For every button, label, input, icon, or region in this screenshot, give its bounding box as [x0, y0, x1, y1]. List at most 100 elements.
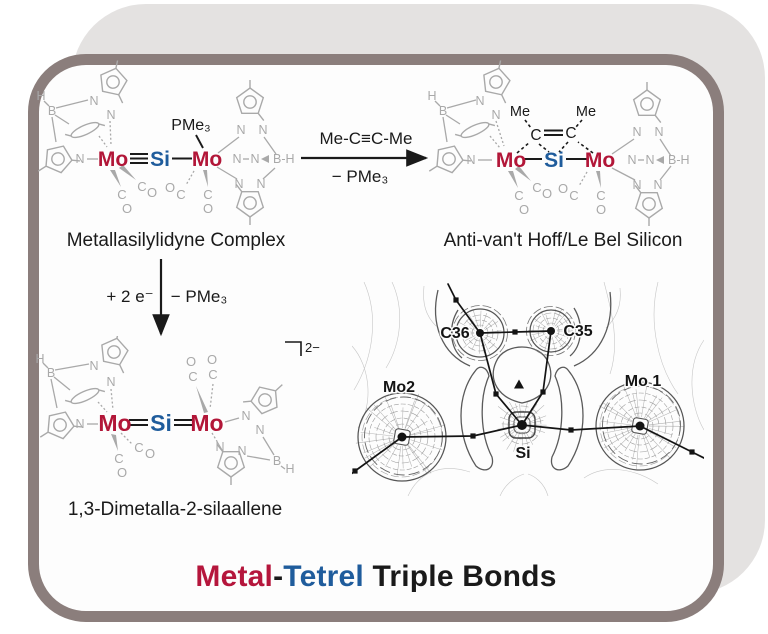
reaction-arrow-right: Me-C≡C-Me − PMe₃ — [301, 129, 429, 186]
contour-label-C36: C36 — [440, 325, 469, 342]
atom-O: O — [147, 185, 157, 200]
atom-C: C — [565, 125, 576, 142]
metallasilylidyne-structure: H B N N N C O C O C O C O N N — [36, 58, 295, 226]
contour-label-C35: C35 — [563, 323, 592, 340]
contour-label-Si: Si — [515, 445, 530, 462]
atom-Mo: Mo — [496, 149, 526, 172]
atom-C: C — [114, 451, 123, 466]
atom-N: N — [75, 152, 84, 166]
pme3-label: PMe₃ — [171, 117, 210, 134]
atom-Si: Si — [150, 410, 172, 436]
card-frame — [28, 54, 724, 622]
atom-O: O — [542, 186, 552, 201]
field-Mo2 — [355, 392, 447, 482]
carbonyls-right-mo: C O C O — [165, 170, 213, 216]
carbonyls-left-mo: C O C O — [508, 166, 552, 217]
title-hyphen: - — [273, 560, 284, 593]
atom-N: N — [466, 153, 475, 167]
atom-N: N — [255, 423, 264, 437]
field-C35 — [526, 306, 576, 356]
arrow-byproduct-text: − PMe₃ — [171, 287, 228, 306]
carbonyls-right-mo: C O C O — [558, 171, 606, 217]
charge-label: 2− — [305, 340, 320, 355]
arrow-reagent-text: Me-C≡C-Me — [319, 129, 412, 148]
atom-H: H — [35, 352, 44, 366]
atom-C: C — [596, 188, 605, 203]
atom-Mo: Mo — [585, 149, 615, 172]
reaction-arrow-down: + 2 e⁻ − PMe₃ — [106, 259, 228, 337]
atom-N: N — [234, 177, 243, 191]
atom-N: N — [232, 152, 241, 166]
atom-N: N — [241, 409, 250, 423]
title-tetrel: Tetrel — [283, 560, 364, 593]
atom-N: N — [653, 178, 662, 192]
title-metal: Metal — [195, 560, 274, 593]
tp-ligand-right: N N B-H N N N N — [216, 79, 295, 226]
product-label: Anti-van't Hoff/Le Bel Silicon — [443, 230, 683, 251]
atom-N: N — [89, 94, 98, 108]
atom-C: C — [188, 369, 197, 384]
atom-N: N — [215, 440, 224, 454]
atom-B: B — [439, 104, 447, 118]
carbonyls-left-mo: C O C O — [110, 165, 157, 216]
atom-C: C — [514, 188, 523, 203]
atom-N: N — [258, 123, 267, 137]
mo-si-mo-core: Mo Si Mo — [98, 410, 223, 436]
atom-O: O — [122, 201, 132, 216]
atom-Mo: Mo — [192, 148, 222, 171]
field-Si — [497, 401, 547, 452]
atom-C: C — [137, 179, 146, 194]
atom-N: N — [237, 444, 246, 458]
atom-dot-Mo1 — [635, 421, 645, 431]
alkyne-bridge: C C Me Me — [510, 104, 596, 154]
tp-ligand-left: H B N N N — [35, 336, 133, 442]
dianion-structure: H B N N N C O C O O C O C N N — [35, 336, 320, 486]
mo-si-mo-core: Mo Si Mo PMe₃ — [98, 117, 222, 171]
atom-N: N — [75, 417, 84, 431]
atom-N: N — [632, 125, 641, 139]
contour-label-Mo2: Mo2 — [383, 379, 415, 396]
atom-C: C — [530, 127, 541, 144]
atom-O: O — [558, 181, 568, 196]
atom-dot-C36 — [476, 329, 484, 337]
atom-H: H — [285, 462, 294, 476]
atom-N: N — [645, 153, 654, 167]
field-Mo1 — [595, 380, 685, 471]
arrow-electrons-text: + 2 e⁻ — [106, 287, 153, 306]
page-title: Metal-Tetrel Triple Bonds — [28, 560, 724, 594]
methyl-label: Me — [510, 104, 530, 120]
atom-C: C — [203, 187, 212, 202]
atom-BH: B-H — [273, 152, 295, 166]
atom-O: O — [203, 201, 213, 216]
atom-B: B — [273, 454, 281, 468]
atom-N: N — [475, 94, 484, 108]
atom-O: O — [186, 354, 196, 369]
dianion-label: 1,3-Dimetalla-2-silaallene — [67, 499, 283, 520]
carbonyls-left-mo: C O C O — [111, 432, 155, 480]
reactant-label: Metallasilylidyne Complex — [66, 230, 286, 251]
atom-Si: Si — [544, 149, 564, 172]
atom-N: N — [250, 152, 259, 166]
atom-O: O — [165, 180, 175, 195]
atom-N: N — [236, 123, 245, 137]
mo-si-mo-core: Mo Si Mo — [496, 149, 615, 172]
tp-ligand-left: H B N N N — [36, 58, 132, 176]
atom-Mo: Mo — [98, 148, 128, 171]
atom-O: O — [117, 465, 127, 480]
carbonyls-right-mo: O C O C — [186, 352, 218, 413]
atom-C: C — [532, 180, 541, 195]
atom-C: C — [176, 187, 185, 202]
tp-ligand-right: N N B-H N N N N — [611, 81, 690, 227]
atom-B: B — [48, 104, 56, 118]
atom-N: N — [256, 177, 265, 191]
contour-field-decor — [352, 282, 704, 496]
methyl-label: Me — [576, 104, 596, 120]
atom-O: O — [145, 446, 155, 461]
atom-C: C — [208, 367, 217, 382]
atom-Mo: Mo — [190, 410, 223, 436]
atom-N: N — [106, 108, 115, 122]
atom-Mo: Mo — [98, 410, 131, 436]
charge-bracket: 2− — [285, 340, 320, 356]
